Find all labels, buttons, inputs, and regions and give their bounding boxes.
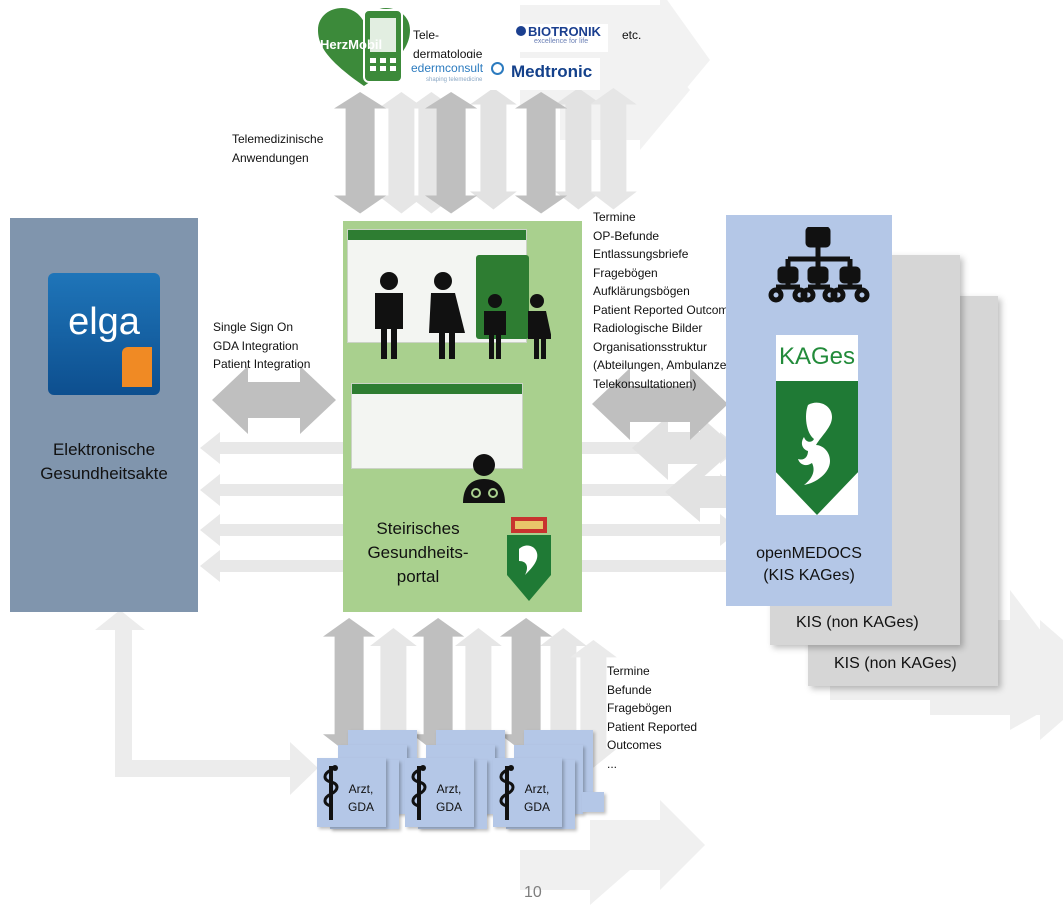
openmedocs-label: openMEDOCS (KIS KAGes) [756, 545, 862, 584]
asclepius-icon [411, 765, 427, 820]
herzmobil-text: HerzMobil [320, 37, 383, 52]
top-vertical-arrows [334, 88, 637, 214]
heart-phone-icon [318, 8, 410, 86]
biotronik-tagline: excellence for life [534, 38, 589, 45]
openmedocs-box: KAGes openMEDOCS (KIS KAGes) [726, 215, 892, 606]
teledermatologie-label: Tele- dermatologie [413, 28, 483, 61]
doctor-icon [463, 454, 505, 503]
kages-logo: KAGes [776, 335, 858, 515]
org-structure-icon [768, 227, 870, 303]
herzmobil-logo: HerzMobil [318, 6, 410, 92]
arzt-box-3: Arzt, GDA [493, 758, 562, 827]
arzt-box-1: Arzt, GDA [317, 758, 386, 827]
edermconsult-logo: edermconsult shaping telemedicine [408, 58, 508, 90]
edermconsult-text: edermconsult [411, 61, 484, 75]
medtronic-logo: Medtronic [508, 58, 600, 90]
edermconsult-e-icon [491, 62, 504, 75]
family-icon [375, 272, 551, 359]
telemedizin-label: Telemedizinische Anwendungen [232, 132, 324, 165]
styria-coat-of-arms-icon [507, 517, 551, 601]
page-number: 10 [524, 884, 542, 901]
elga-box: elga Elektronische Gesundheitsakte [10, 218, 198, 612]
arzt-box-label-3: Arzt, GDA [523, 782, 550, 814]
asclepius-icon [499, 765, 515, 820]
elga-logo: elga [48, 273, 160, 395]
edermconsult-tagline: shaping telemedicine [426, 77, 483, 83]
arzt-box-2: Arzt, GDA [405, 758, 474, 827]
panther-icon [798, 402, 832, 485]
kis-data-list: Termine OP-Befunde Entlassungsbriefe Fra… [593, 210, 742, 391]
biotronik-logo: BIOTRONIK excellence for life [512, 24, 608, 52]
elga-portal-arrow [212, 366, 336, 434]
biotronik-text: BIOTRONIK [528, 24, 601, 39]
arzt-box-label-2: Arzt, GDA [435, 782, 462, 814]
kis-non-kages-label-1: KIS (non KAGes) [796, 614, 919, 631]
asclepius-icon [323, 765, 339, 820]
medtronic-text: Medtronic [511, 62, 593, 81]
biotronik-globe-icon [516, 26, 526, 36]
elga-logo-text: elga [68, 301, 140, 343]
elga-to-arzt-arrow [95, 610, 318, 795]
kages-logo-text: KAGes [778, 343, 856, 370]
elga-box-label: Elektronische Gesundheitsakte [40, 440, 168, 483]
faint-bottom-arrows [520, 800, 705, 905]
etc-label: etc. [622, 28, 642, 42]
portal-box-label: Steirisches Gesundheits- portal [367, 519, 469, 586]
portal-screenshot-doctor [351, 383, 523, 469]
elga-logo-corner [122, 347, 152, 387]
arzt-back-box [582, 792, 604, 812]
arzt-data-list: Termine Befunde Fragebögen Patient Repor… [607, 664, 698, 771]
sso-label: Single Sign On GDA Integration Patient I… [213, 320, 311, 371]
portal-box: Steirisches Gesundheits- portal [343, 221, 582, 612]
kis-non-kages-label-2: KIS (non KAGes) [834, 655, 957, 672]
arzt-box-label-1: Arzt, GDA [347, 782, 374, 814]
